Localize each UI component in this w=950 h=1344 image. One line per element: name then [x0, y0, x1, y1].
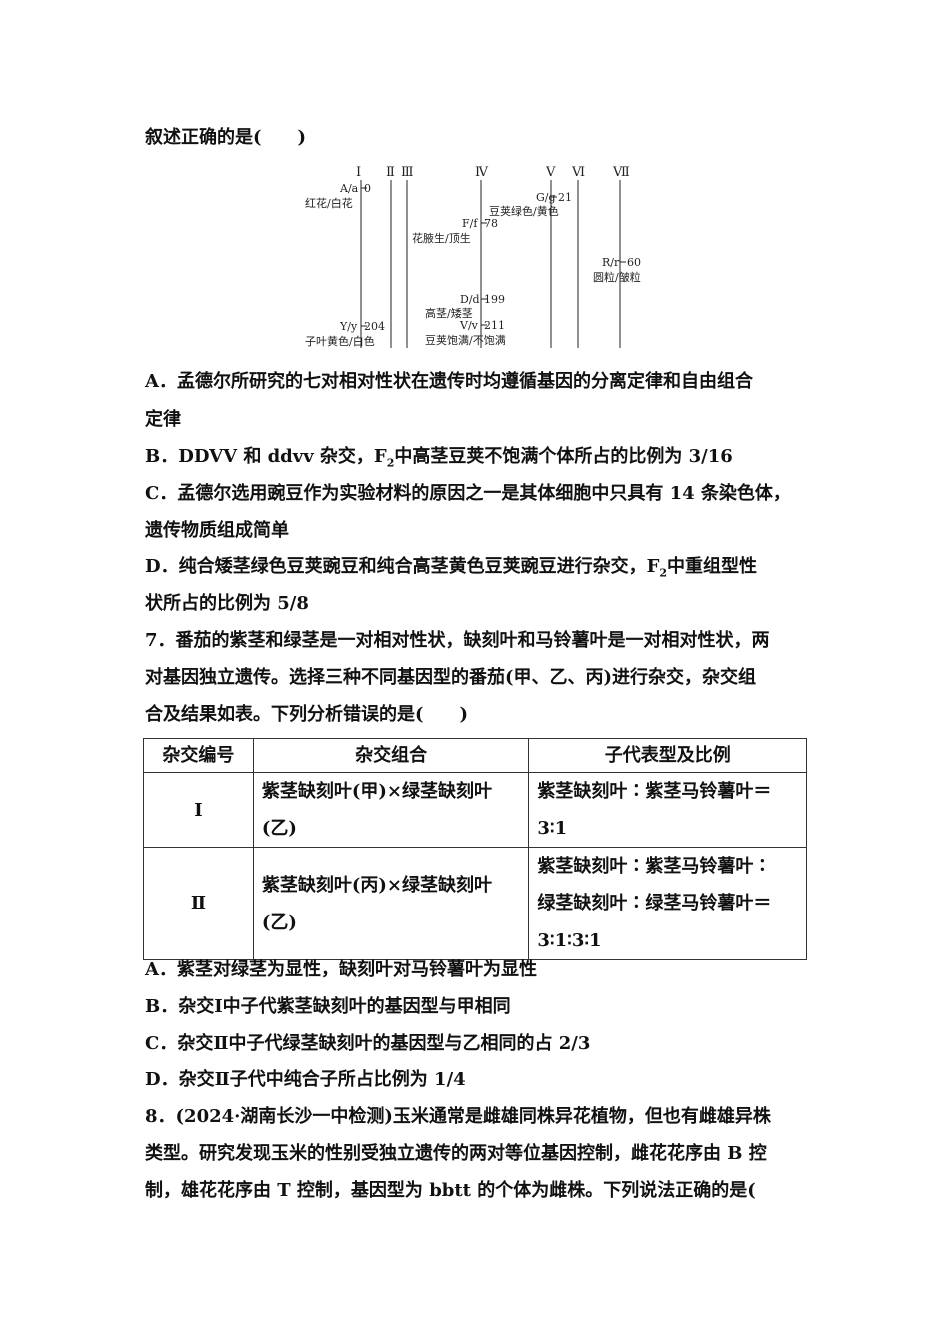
q7-option-a: A．紫茎对绿茎为显性，缺刻叶对马铃薯叶为显性	[145, 959, 537, 980]
chromosome-label-6: Ⅵ	[571, 165, 585, 180]
locus-trait: 豆荚绿色/黄色	[489, 204, 559, 218]
q7-option-b: B．杂交Ⅰ中子代紫茎缺刻叶的基因型与甲相同	[145, 996, 511, 1017]
q7-stem-line-3: 合及结果如表。下列分析错误的是( )	[145, 704, 469, 725]
q7-option-d: D．杂交Ⅱ子代中纯合子所占比例为 1/4	[145, 1069, 466, 1090]
table-cell-id: Ⅱ	[143, 847, 254, 960]
table-cell-combo: 紫茎缺刻叶(丙)×绿茎缺刻叶(乙)	[252, 847, 530, 960]
table-header-cell: 子代表型及比例	[528, 738, 807, 773]
chromosome-map-diagram: Ⅰ Ⅱ Ⅲ Ⅳ Ⅴ Ⅵ Ⅶ A/a 0 红花/白花 Y/y 204 子叶黄色/白…	[305, 165, 641, 348]
q6-option-d: D．纯合矮茎绿色豆荚豌豆和纯合高茎黄色豆荚豌豆进行杂交，F2中重组型性	[145, 556, 758, 580]
cross-results-table: 杂交编号 杂交组合 子代表型及比例 Ⅰ 紫茎缺刻叶(甲)×绿茎缺刻叶(乙) 紫茎…	[143, 738, 807, 960]
q7-stem-line-2: 对基因独立遗传。选择三种不同基因型的番茄(甲、乙、丙)进行杂交，杂交组	[145, 667, 757, 688]
locus-gene: R/r	[602, 256, 620, 269]
chromosome-label-5: Ⅴ	[545, 165, 556, 180]
locus-pos: 60	[627, 256, 641, 269]
locus-gene: D/d	[460, 293, 480, 306]
q6-option-a: A．孟德尔所研究的七对相对性状在遗传时均遵循基因的分离定律和自由组合	[145, 371, 753, 392]
q6-option-c: C．孟德尔选用豌豆作为实验材料的原因之一是其体细胞中只具有 14 条染色体，	[145, 483, 791, 504]
locus-pos: 211	[484, 319, 505, 332]
q6-option-a-cont: 定律	[145, 409, 181, 430]
locus-trait: 子叶黄色/白色	[305, 334, 375, 348]
chromosome-label-2: Ⅱ	[386, 165, 395, 180]
q8-stem-line-2: 类型。研究发现玉米的性别受独立遗传的两对等位基因控制，雌花花序由 B 控	[145, 1143, 767, 1164]
q8-stem-line-1: 8．(2024·湖南长沙一中检测)玉米通常是雌雄同株异花植物，但也有雌雄异株	[145, 1106, 771, 1127]
q6-option-c-cont: 遗传物质组成简单	[145, 520, 289, 541]
table-header-row: 杂交编号 杂交组合 子代表型及比例	[143, 738, 807, 773]
table-row: Ⅰ 紫茎缺刻叶(甲)×绿茎缺刻叶(乙) 紫茎缺刻叶∶紫茎马铃薯叶＝3∶1	[143, 772, 807, 848]
locus-trait: 圆粒/皱粒	[593, 270, 641, 284]
table-row: Ⅱ 紫茎缺刻叶(丙)×绿茎缺刻叶(乙) 紫茎缺刻叶∶紫茎马铃薯叶∶绿茎缺刻叶∶绿…	[143, 847, 807, 960]
table-header-cell: 杂交组合	[252, 738, 530, 773]
q8-stem-line-3: 制，雄花花序由 T 控制，基因型为 bbtt 的个体为雌株。下列说法正确的是(	[145, 1180, 756, 1201]
table-cell-combo: 紫茎缺刻叶(甲)×绿茎缺刻叶(乙)	[252, 772, 530, 848]
chromosome-label-7: Ⅶ	[612, 165, 630, 180]
locus-pos: 199	[484, 293, 505, 306]
table-header-cell: 杂交编号	[143, 738, 254, 773]
locus-pos: 21	[558, 191, 572, 204]
q7-option-c: C．杂交Ⅱ中子代绿茎缺刻叶的基因型与乙相同的占 2/3	[145, 1033, 591, 1054]
locus-trait: 红花/白花	[305, 196, 353, 210]
locus-gene: F/f	[462, 217, 478, 230]
chromosome-label-4: Ⅳ	[475, 165, 489, 180]
locus-pos: 78	[484, 217, 498, 230]
table-cell-id: Ⅰ	[143, 772, 254, 848]
q6-stem-tail: 叙述正确的是( )	[145, 127, 307, 148]
locus-gene: Y/y	[339, 320, 358, 333]
locus-trait: 高茎/矮茎	[425, 306, 473, 320]
q6-option-b: B．DDVV 和 ddvv 杂交，F2中高茎豆荚不饱满个体所占的比例为 3/16	[145, 446, 733, 470]
locus-trait: 花腋生/顶生	[412, 231, 471, 245]
locus-gene: V/v	[459, 319, 479, 332]
locus-gene: A/a	[339, 182, 359, 195]
locus-pos: 204	[364, 320, 385, 333]
table-cell-result: 紫茎缺刻叶∶紫茎马铃薯叶∶绿茎缺刻叶∶绿茎马铃薯叶＝3∶1∶3∶1	[528, 847, 807, 960]
chromosome-label-1: Ⅰ	[356, 165, 361, 180]
locus-trait: 豆荚饱满/不饱满	[425, 333, 506, 347]
q6-option-d-cont: 状所占的比例为 5/8	[145, 593, 309, 614]
locus-gene: G/g	[536, 191, 556, 204]
locus-pos: 0	[364, 182, 371, 195]
chromosome-label-3: Ⅲ	[401, 165, 414, 180]
table-cell-result: 紫茎缺刻叶∶紫茎马铃薯叶＝3∶1	[528, 772, 807, 848]
q7-stem-line-1: 7．番茄的紫茎和绿茎是一对相对性状，缺刻叶和马铃薯叶是一对相对性状，两	[145, 630, 770, 651]
